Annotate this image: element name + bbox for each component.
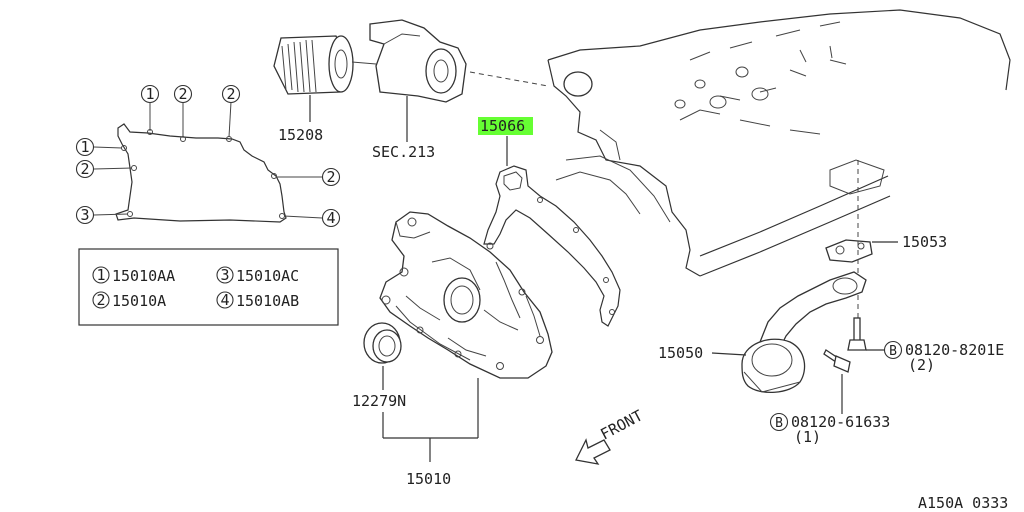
bolt-08120-61633 [823,349,851,414]
bolt-b-callout: B 08120-61633 (1) [769,412,890,446]
pump-gasket-outline [115,123,287,223]
assembly-bracket [382,412,478,462]
svg-text:2: 2 [326,168,335,186]
svg-text:15010AA: 15010AA [112,267,175,285]
connector-gasket [825,160,898,330]
callout-right-2: 2 [321,167,341,187]
svg-text:2: 2 [80,160,89,178]
svg-text:15010AC: 15010AC [236,267,299,285]
callout-top-2b: 2 [221,84,241,104]
svg-text:B: B [775,416,783,431]
bolt-b-qty: (1) [794,428,821,446]
callout-top-2a: 2 [173,84,193,104]
filter-bracket [351,19,549,142]
svg-text:2: 2 [178,85,187,103]
pump-gasket-15066 [483,136,621,327]
oil-pump-body [379,211,553,438]
bolt-b-label: 08120-61633 [791,413,890,431]
svg-text:2: 2 [96,291,105,309]
svg-text:1: 1 [96,266,105,284]
bolt-a-callout: B 08120-8201E (2) [883,340,1004,374]
bolt-08120-8201E [847,317,884,351]
svg-text:4: 4 [326,209,335,227]
oil-strainer [711,271,867,393]
gasket-15053-label: 15053 [902,233,947,251]
callout-right-4: 4 [321,208,341,228]
svg-text:4: 4 [220,291,229,309]
svg-text:B: B [889,344,897,359]
svg-text:3: 3 [220,266,229,284]
svg-text:15010A: 15010A [112,292,166,310]
legend-item-1: 1 15010AA [92,266,175,285]
pump-assembly-label: 15010 [406,470,451,488]
bolt-a-label: 08120-8201E [905,341,1004,359]
callout-left-1: 1 [75,137,95,157]
legend-item-3: 3 15010AC [216,266,299,285]
svg-text:1: 1 [145,85,154,103]
engine-block [547,9,1011,277]
front-arrow: FRONT [575,406,646,465]
oil-filter-label: 15208 [278,126,323,144]
callout-left-3: 3 [75,205,95,225]
legend-item-4: 4 15010AB [216,291,299,310]
callouts: 1 2 2 1 2 2 3 4 [75,84,341,228]
gasket-15066-label: 15066 [480,117,525,135]
svg-text:1: 1 [80,138,89,156]
highlight-box [478,117,533,135]
callout-left-2: 2 [75,159,95,179]
bolt-a-qty: (2) [908,356,935,374]
callout-leaders [93,101,323,219]
svg-text:3: 3 [80,206,89,224]
diagram-code: A150A 0333 [918,494,1008,512]
strainer-label: 15050 [658,344,703,362]
callout-top-1: 1 [140,84,160,104]
seal-label: 12279N [352,392,406,410]
svg-text:15010AB: 15010AB [236,292,299,310]
oil-seal [363,322,402,390]
oil-filter [273,35,354,122]
legend-box: 1 15010AA 3 15010AC 2 15010A 4 15010AB [78,248,339,326]
front-label: FRONT [597,406,645,443]
sec-213-label: SEC.213 [372,143,435,161]
legend-item-2: 2 15010A [92,291,166,310]
svg-text:2: 2 [226,85,235,103]
